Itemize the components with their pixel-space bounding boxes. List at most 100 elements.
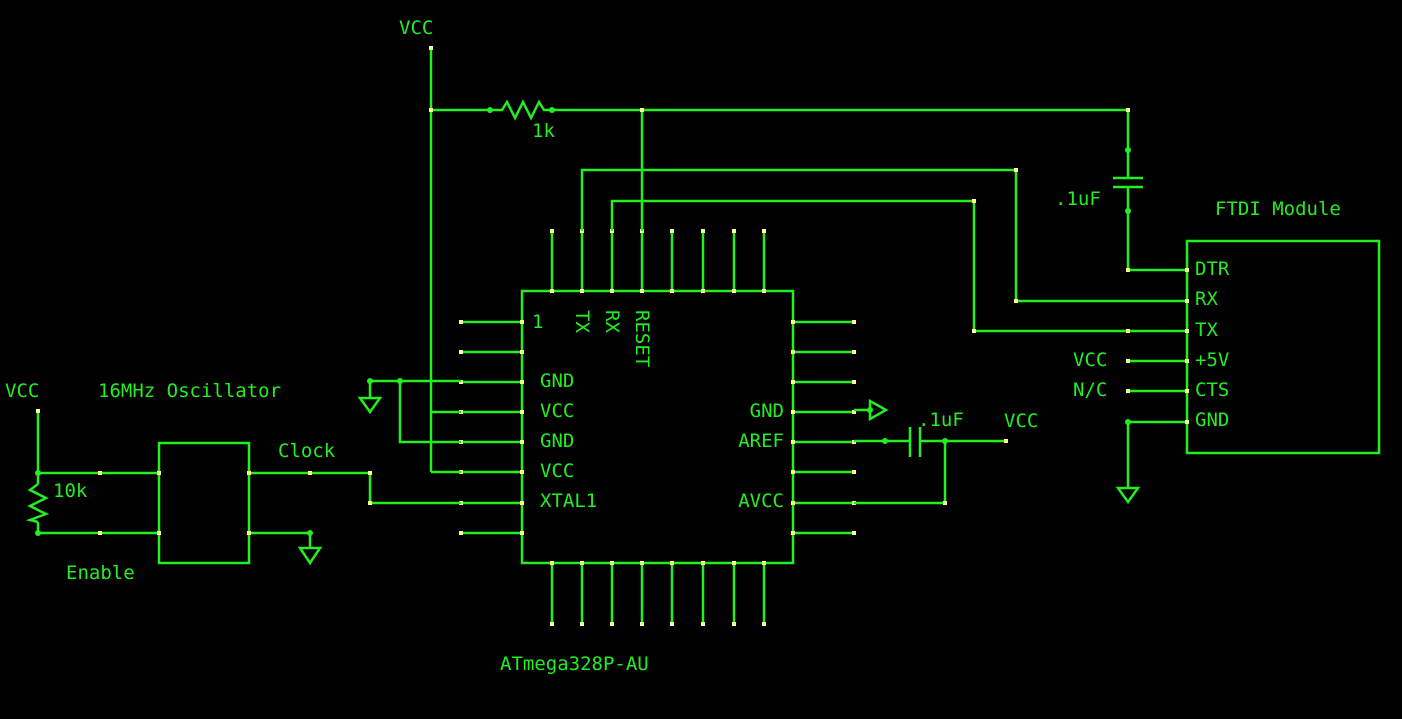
pin-endpoint <box>520 470 524 474</box>
ftdi-vcc-label: VCC <box>1073 349 1107 371</box>
pin-endpoint <box>520 440 524 444</box>
pin-endpoint <box>762 561 766 565</box>
pin-endpoint <box>610 622 614 626</box>
pin-endpoint <box>247 531 251 535</box>
pin-endpoint <box>791 470 795 474</box>
pin-endpoint <box>1014 299 1018 303</box>
pin-endpoint <box>459 320 463 324</box>
ground-icon <box>1115 486 1141 505</box>
pin-label-tx: TX <box>571 310 593 333</box>
pin-endpoint <box>732 289 736 293</box>
ftdi-module-box <box>1185 239 1381 455</box>
pin-endpoint <box>550 561 554 565</box>
pin-endpoint <box>368 501 372 505</box>
junction-dot <box>867 407 873 413</box>
pin-endpoint <box>36 409 40 413</box>
resistor-1k <box>490 99 552 121</box>
pin-label-reset: RESET <box>631 310 653 367</box>
pin-endpoint <box>368 471 372 475</box>
pin-endpoint <box>670 561 674 565</box>
ftdi-pin-gnd: GND <box>1195 409 1229 431</box>
resistor-10k <box>25 483 50 524</box>
pin-label-gnd: GND <box>540 370 574 392</box>
pin-endpoint <box>459 350 463 354</box>
pin-endpoint <box>640 108 644 112</box>
chip-pins <box>461 231 854 624</box>
pin-endpoint <box>640 561 644 565</box>
junction-dot <box>882 438 888 444</box>
pin-endpoint <box>762 289 766 293</box>
pin-endpoint <box>1126 329 1130 333</box>
pin-endpoint <box>1185 420 1189 424</box>
pin-endpoint <box>701 289 705 293</box>
pin-endpoint <box>1185 389 1189 393</box>
pin-endpoint <box>791 380 795 384</box>
junction-dot <box>1125 208 1131 214</box>
junction-dot <box>549 107 555 113</box>
pin-endpoint <box>670 622 674 626</box>
pin-endpoint <box>791 410 795 414</box>
pin-label-aref: AREF <box>738 430 784 452</box>
ftdi-pin-cts: CTS <box>1195 379 1229 401</box>
pin-endpoint <box>732 229 736 233</box>
pin-endpoint <box>1126 108 1130 112</box>
osc-vcc-label: VCC <box>5 380 39 402</box>
junction-dot <box>942 438 948 444</box>
pin-endpoint <box>520 320 524 324</box>
pin-endpoint <box>701 229 705 233</box>
pin-endpoint <box>791 320 795 324</box>
pin1-label: 1 <box>532 311 543 333</box>
pin-endpoint <box>852 470 856 474</box>
pin-endpoint <box>1014 168 1018 172</box>
pin-endpoint <box>1126 268 1130 272</box>
pin-endpoint <box>1126 389 1130 393</box>
pin-endpoint <box>1185 359 1189 363</box>
pin-endpoint <box>429 108 433 112</box>
pin-endpoint <box>762 622 766 626</box>
pin-endpoint <box>459 531 463 535</box>
pin-endpoint <box>580 289 584 293</box>
pin-label-avcc: AVCC <box>738 490 784 512</box>
pin-label-rx: RX <box>601 310 623 333</box>
junctions <box>35 46 1189 536</box>
pin-endpoint <box>943 501 947 505</box>
ftdi-nc-label: N/C <box>1073 379 1107 401</box>
pin-endpoint <box>610 561 614 565</box>
pin-endpoint <box>791 501 795 505</box>
ftdi-pin-tx: TX <box>1195 319 1218 341</box>
chip-atmega328p <box>459 229 856 626</box>
pin-endpoint <box>98 531 102 535</box>
junction-dot <box>307 530 313 536</box>
pin-endpoint <box>852 410 856 414</box>
resistor-1k-label: 1k <box>532 120 555 142</box>
pin-endpoint <box>670 289 674 293</box>
pin-label-vcc: VCC <box>540 400 574 422</box>
pin-endpoint <box>580 622 584 626</box>
vcc-label: VCC <box>399 17 433 39</box>
pin-endpoint <box>1004 439 1008 443</box>
pin-endpoint <box>791 531 795 535</box>
pin-label-gnd: GND <box>750 400 784 422</box>
pin-endpoint <box>520 410 524 414</box>
pin-label-xtal1: XTAL1 <box>540 490 597 512</box>
enable-label: Enable <box>66 562 135 584</box>
pin-endpoint <box>670 229 674 233</box>
pin-endpoint <box>520 531 524 535</box>
pin-endpoint <box>732 561 736 565</box>
ground-icon <box>297 546 323 566</box>
pin-endpoint <box>520 501 524 505</box>
junction-dot <box>397 378 403 384</box>
junction-dot <box>1125 419 1131 425</box>
pin-endpoint <box>1185 268 1189 272</box>
pin-endpoint <box>640 622 644 626</box>
pin-endpoint <box>1185 299 1189 303</box>
junction-dot <box>367 378 373 384</box>
pin-endpoint <box>98 471 102 475</box>
aref-vcc-label: VCC <box>1004 410 1038 432</box>
pin-endpoint <box>852 531 856 535</box>
pin-endpoint <box>732 622 736 626</box>
pin-endpoint <box>247 471 251 475</box>
pin-endpoint <box>550 229 554 233</box>
pin-endpoint <box>791 440 795 444</box>
